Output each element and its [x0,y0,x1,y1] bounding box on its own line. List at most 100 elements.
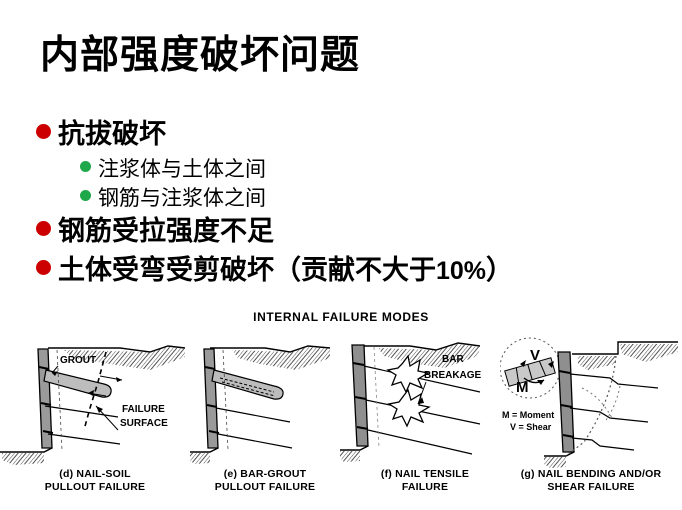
green-bullet-icon [80,190,91,201]
nail-line [569,407,649,423]
panel-g-caption: (g) NAIL BENDING AND/OR SHEAR FAILURE [500,468,682,493]
list-item: 土体受弯受剪破坏（贡献不大于10%） [36,252,646,290]
bar-breakage-star [386,354,430,394]
failure-label-line1: FAILURE [122,404,165,415]
bullet-text: 钢筋受拉强度不足 [58,216,274,247]
caption-line-2: FAILURE [401,480,449,493]
grout-label: GROUT [60,355,96,366]
page-title: 内部强度破坏问题 [40,34,361,77]
panel-f-caption: (f) NAIL TENSILE FAILURE [340,468,510,493]
green-bullet-icon [80,161,91,172]
bullet-text: 钢筋与注浆体之间 [98,186,266,210]
failure-surface-line [581,387,613,419]
figure-panel-e: (e) BAR-GROUT PULLOUT FAILURE [190,330,340,510]
panel-d-diagram: GROUT FAILURE SURFACE [0,345,186,465]
ground-hatch [64,347,185,370]
caption-line-1: (d) NAIL-SOIL [59,468,131,480]
caption-line-1: (g) NAIL BENDING AND/OR [520,468,662,480]
nail-head [560,404,573,408]
bar-breakage-label-line1: BAR [442,354,464,365]
deformed-bar-detail [504,357,556,387]
ground-hatch [578,356,616,370]
nail-line [44,405,119,418]
bar-breakage-label-line2: BREAKAGE [424,370,482,381]
arrow-head [96,406,103,413]
arrow-head [88,390,94,396]
moment-legend: M = Moment [502,410,554,420]
nail-head [206,404,218,408]
failure-label-line2: SURFACE [120,418,168,429]
base-ground-line [340,445,369,451]
bar-line [219,377,275,393]
nail-head [40,402,52,406]
leader-line [51,365,59,374]
ground-line [572,341,678,355]
reference-line [56,349,63,451]
caption-line-1: (f) NAIL TENSILE [380,468,470,480]
list-item: 钢筋受拉强度不足 [36,213,646,250]
figure-panel-g: V M M = Moment V = Shear (g) [500,330,682,510]
base-ground-line [0,447,53,453]
nail-line [215,407,291,423]
arrow-head [52,371,58,376]
grout-body [43,369,112,398]
nail-line [569,373,659,389]
reference-line [222,349,229,451]
ground-hatch [232,347,330,370]
nail-head [38,366,50,370]
arrow-head [548,361,554,368]
nail-head [354,396,367,400]
ground-hatch [378,344,480,368]
failure-surface-line [565,355,617,457]
bullet-text: 土体受弯受剪破坏（贡献不大于10%） [58,252,513,290]
bullet-text: 抗拔破坏 [58,119,166,150]
bullet-text-after: ） [486,255,514,286]
figure-panel-d: GROUT FAILURE SURFACE (d) NAIL-SOIL PULL… [0,330,190,510]
shear-symbol: V [530,347,540,364]
nail-head [208,430,220,434]
arrow-head [537,380,544,385]
red-bullet-icon [36,124,51,139]
nail-head [42,430,54,434]
nail-line [363,365,481,393]
bullet-text: 注浆体与土体之间 [98,157,266,181]
base-ground-hatch [340,451,360,462]
nail-head [204,366,216,370]
figure-panels: GROUT FAILURE SURFACE (d) NAIL-SOIL PULL… [0,330,682,510]
base-ground-hatch [190,453,210,464]
nail-line [367,429,473,455]
caption-line-1: (e) BAR-GROUT [223,468,307,480]
arrow-head [418,397,424,404]
list-item: 注浆体与土体之间 [80,155,646,184]
nail-head [356,426,369,430]
ground-hatch [620,344,678,362]
list-item: 钢筋与注浆体之间 [80,184,646,213]
shear-legend: V = Shear [510,422,552,432]
panel-g-diagram: V M M = Moment V = Shear [500,337,678,468]
failure-surface-line [605,385,621,421]
nail-line [217,433,293,449]
bullet-text-before: 土体受弯受剪破坏（贡献不大于 [58,255,436,286]
grout-body [211,369,284,400]
bullet-text-emphasis: 10% [436,257,487,285]
base-ground-hatch [544,457,566,468]
panel-e-caption: (e) BAR-GROUT PULLOUT FAILURE [190,468,340,493]
caption-line-2: SHEAR FAILURE [547,480,635,493]
red-bullet-icon [36,260,51,275]
base-ground-line [190,447,219,453]
bar-line [221,381,276,397]
base-ground-hatch [2,453,44,465]
nail-line [571,437,635,451]
caption-line-2: PULLOUT FAILURE [44,480,146,493]
panel-e-diagram [190,345,331,464]
list-item: 抗拔破坏 [36,116,646,153]
bullet-list: 抗拔破坏 注浆体与土体之间 钢筋与注浆体之间 钢筋受拉强度不足 土体受弯受剪破坏… [36,116,646,292]
bar-breakage-star [387,388,431,428]
arrow-head [520,360,526,367]
moment-symbol: M [516,379,529,396]
figure-panel-f: BAR BREAKAGE (f) NAIL TENSILE FAILURE [340,330,510,510]
nail-head [558,370,571,374]
panel-d-caption: (d) NAIL-SOIL PULLOUT FAILURE [0,468,190,493]
caption-line-2: PULLOUT FAILURE [214,480,316,493]
leader-line [417,381,427,405]
